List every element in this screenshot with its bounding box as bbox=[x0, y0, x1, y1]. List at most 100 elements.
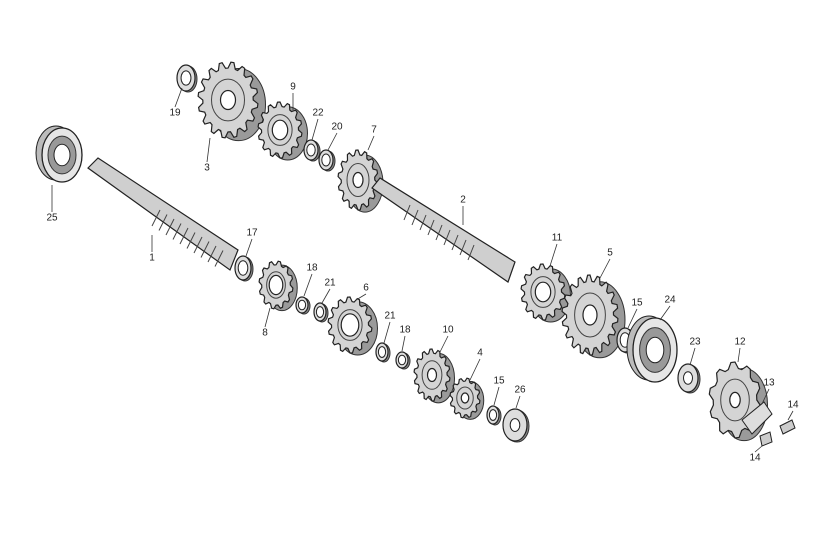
callout-c15a: 15 bbox=[493, 375, 505, 387]
spline bbox=[467, 244, 475, 261]
bushing-26-bore bbox=[509, 418, 521, 432]
callout-c4: 4 bbox=[477, 347, 483, 359]
spline bbox=[172, 223, 182, 240]
callout-c12: 12 bbox=[734, 336, 746, 348]
callout-c13: 13 bbox=[763, 377, 775, 389]
callout-c14b: 14 bbox=[749, 452, 761, 464]
seal-23-bore bbox=[683, 371, 693, 385]
spline bbox=[151, 209, 161, 227]
leader-line-c21a bbox=[321, 288, 331, 304]
callout-c20: 20 bbox=[331, 121, 343, 133]
spline bbox=[186, 232, 196, 249]
washer-18a-bore bbox=[297, 299, 307, 311]
callout-c11: 11 bbox=[551, 232, 563, 244]
gear-8-hub bbox=[266, 271, 286, 299]
sprocket-12-bore bbox=[729, 391, 741, 409]
washer-19-bore bbox=[180, 70, 192, 86]
spline bbox=[158, 214, 168, 231]
gear-6-hub bbox=[337, 309, 363, 341]
callout-c9: 9 bbox=[290, 81, 296, 93]
gear-7-bore bbox=[352, 171, 364, 189]
leader-line-c26 bbox=[515, 395, 521, 409]
spline bbox=[403, 204, 411, 221]
callout-c15b: 15 bbox=[631, 297, 643, 309]
circlip-21a-bore bbox=[315, 306, 325, 318]
sprocket-12-hub bbox=[720, 378, 750, 422]
callout-c21b: 21 bbox=[384, 310, 396, 322]
callout-c18b: 18 bbox=[399, 324, 411, 336]
leader-line-c18a bbox=[303, 273, 313, 297]
callout-c6: 6 bbox=[363, 282, 369, 294]
leader-line-c15a bbox=[493, 386, 500, 406]
bolt-14b bbox=[759, 431, 773, 447]
leader-line-c20 bbox=[327, 132, 338, 151]
callout-c17: 17 bbox=[246, 227, 258, 239]
leader-line-c14a bbox=[787, 410, 794, 421]
callout-c7: 7 bbox=[371, 124, 377, 136]
callout-c1: 1 bbox=[149, 252, 155, 264]
spline bbox=[411, 209, 419, 226]
washer-15a-bore bbox=[488, 409, 498, 421]
leader-line-c17 bbox=[245, 238, 253, 257]
callout-c2: 2 bbox=[460, 194, 466, 206]
gear-10-bore bbox=[426, 367, 438, 383]
leader-line-c6 bbox=[355, 293, 367, 301]
leader-line-c12 bbox=[737, 347, 741, 363]
spline bbox=[179, 227, 189, 245]
spline bbox=[443, 229, 451, 246]
gear-3-hub bbox=[211, 78, 245, 122]
bearing-25-bore bbox=[53, 143, 71, 167]
callout-c24: 24 bbox=[664, 294, 676, 306]
leader-line-c10 bbox=[439, 335, 449, 353]
callout-c5: 5 bbox=[607, 247, 613, 259]
callout-c14a: 14 bbox=[787, 399, 799, 411]
washer-22-bore bbox=[306, 143, 316, 157]
callout-c21a: 21 bbox=[324, 277, 336, 289]
washer-20-bore bbox=[321, 153, 331, 167]
leader-line-c11 bbox=[549, 243, 558, 267]
leader-line-c23 bbox=[689, 347, 696, 366]
gear-9-hub bbox=[267, 114, 293, 146]
spline bbox=[459, 239, 467, 256]
callout-c10: 10 bbox=[442, 324, 454, 336]
mainshaft-1 bbox=[87, 157, 239, 271]
leader-line-c18b bbox=[401, 335, 406, 352]
spline bbox=[419, 214, 427, 231]
plate-13 bbox=[741, 401, 773, 435]
leader-line-c8 bbox=[264, 307, 271, 328]
leader-line-c21b bbox=[383, 321, 391, 344]
leader-line-c5 bbox=[599, 258, 611, 279]
washer-17-bore bbox=[237, 260, 249, 276]
gear-4-hub bbox=[456, 386, 474, 410]
gear-8-bore bbox=[268, 274, 284, 296]
gear-9-bore bbox=[271, 119, 289, 141]
callout-c23: 23 bbox=[689, 336, 701, 348]
spline bbox=[165, 218, 175, 236]
spline bbox=[214, 250, 224, 267]
spline bbox=[435, 224, 443, 241]
callout-c19: 19 bbox=[169, 107, 181, 119]
leader-line-c3 bbox=[206, 137, 211, 163]
gear-6-bore bbox=[340, 313, 360, 337]
washer-18b-bore bbox=[397, 354, 407, 366]
gear-11-hub bbox=[530, 276, 556, 308]
leader-line-c24 bbox=[659, 305, 671, 321]
circlip-21b-bore bbox=[377, 346, 387, 358]
spline bbox=[193, 236, 203, 254]
gear-5-bore bbox=[582, 304, 598, 326]
leader-line-c22 bbox=[311, 118, 319, 141]
gear-4-bore bbox=[460, 392, 470, 404]
countershaft-2 bbox=[371, 177, 516, 283]
bearing-24-bore bbox=[645, 336, 665, 364]
callout-c22: 22 bbox=[312, 107, 324, 119]
leader-line-c7 bbox=[367, 135, 375, 151]
gear-3-bore bbox=[219, 89, 237, 111]
spline bbox=[451, 234, 459, 251]
gear-11-bore bbox=[534, 281, 552, 303]
callout-c18a: 18 bbox=[306, 262, 318, 274]
spline bbox=[200, 241, 210, 258]
leader-line-c13 bbox=[761, 388, 770, 405]
spline bbox=[427, 219, 435, 236]
